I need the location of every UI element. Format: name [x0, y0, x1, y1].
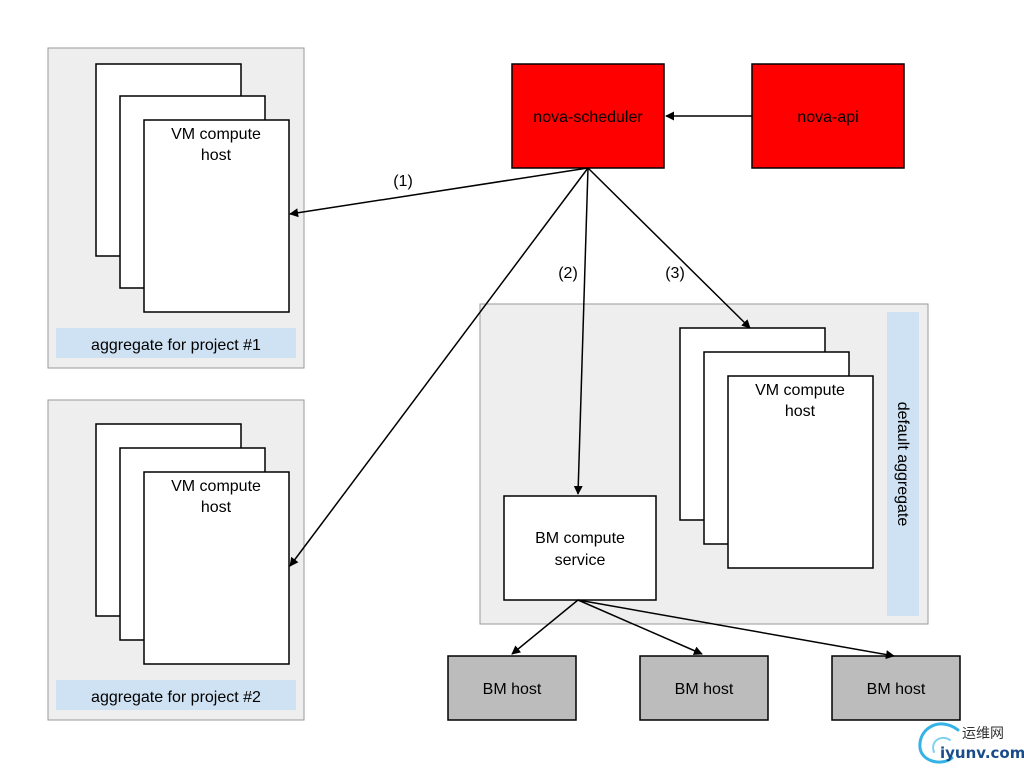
nova-api-node: nova-api [751, 63, 905, 169]
edge-scheduler-to-default-vm [587, 167, 751, 329]
aggregate-label-bg [56, 680, 296, 710]
vm-host-label-line2: host [201, 499, 232, 516]
vm-host-card-front [727, 375, 874, 569]
edge-label-2: (2) [558, 265, 578, 282]
aggregate-project-1-label: aggregate for project #1 [91, 337, 261, 354]
aggregate-default: VM compute host default aggregate BM com… [479, 303, 929, 625]
default-aggregate-label: default aggregate [894, 402, 911, 527]
edge-bm-service-to-host-1 [511, 599, 579, 655]
edge-label-3: (3) [665, 265, 685, 282]
watermark-site: iyunv.com [940, 744, 1024, 762]
aggregate-project-2: VM compute host aggregate for project #2 [47, 399, 305, 721]
vm-host-label-line1: VM compute [755, 382, 845, 399]
nova-api-label: nova-api [797, 109, 858, 126]
vm-host-label-line2: host [201, 147, 232, 164]
bm-host-3: BM host [831, 655, 961, 721]
vm-host-label-line1: VM compute [171, 126, 261, 143]
bm-service-label-line2: service [555, 552, 606, 569]
nova-scheduler-node: nova-scheduler [511, 63, 665, 169]
vm-host-card-front [143, 119, 290, 313]
edge-label-1: (1) [393, 173, 413, 190]
nova-scheduler-label: nova-scheduler [533, 109, 643, 126]
edge-bm-service-to-host-2 [577, 599, 703, 655]
bm-service-label-line1: BM compute [535, 530, 625, 547]
watermark: 运维网 iyunv.com [918, 722, 1024, 764]
bm-host-label: BM host [675, 681, 734, 698]
edges [289, 111, 895, 660]
aggregate-project-2-label: aggregate for project #2 [91, 689, 261, 706]
vm-host-label-line1: VM compute [171, 478, 261, 495]
bm-compute-service [503, 495, 657, 601]
watermark-swirl-icon [918, 722, 960, 764]
watermark-swirl-icon-inner [932, 736, 951, 753]
watermark-cn: 运维网 [962, 726, 1004, 742]
vm-host-label-line2: host [785, 403, 816, 420]
bm-host-label: BM host [867, 681, 926, 698]
edge-scheduler-to-project1 [289, 167, 589, 218]
aggregate-label-bg [56, 328, 296, 358]
vm-host-card-front [143, 471, 290, 665]
default-aggregate-label-bg [887, 312, 919, 616]
bm-host-2: BM host [639, 655, 769, 721]
edge-scheduler-to-bm-service [573, 167, 589, 495]
edge-scheduler-to-project2 [289, 167, 589, 567]
edge-bm-service-to-host-3 [577, 599, 895, 660]
aggregate-project-1: VM compute host aggregate for project #1 [47, 47, 305, 369]
bm-host-1: BM host [447, 655, 577, 721]
bm-host-label: BM host [483, 681, 542, 698]
